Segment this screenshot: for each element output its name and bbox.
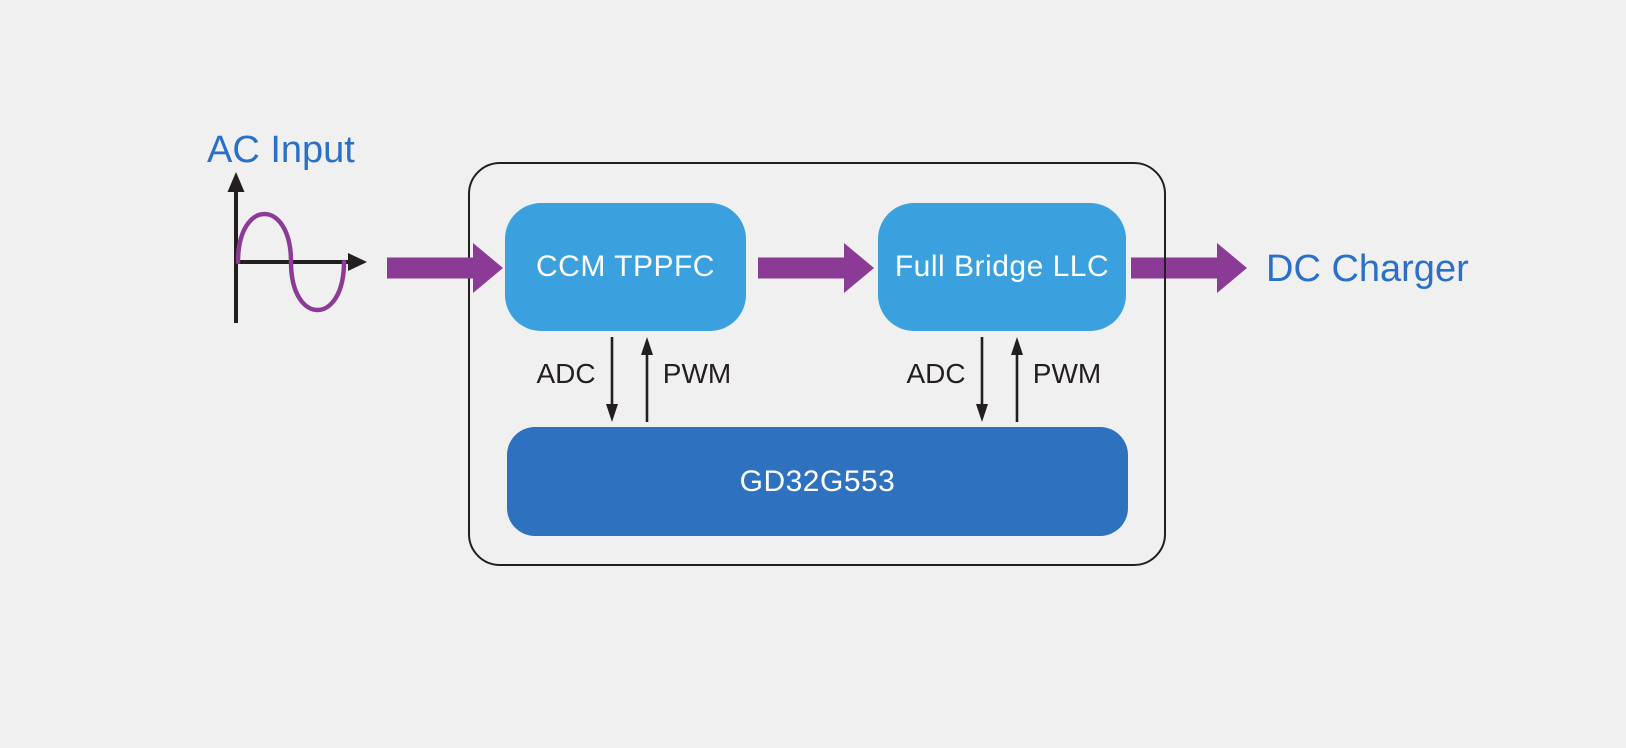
dc-charger-label: DC Charger — [1266, 248, 1469, 290]
node-ccm-tppfc: CCM TPPFC — [505, 203, 746, 331]
adc-down-arrow-left-icon — [606, 337, 618, 422]
pwm-label-left: PWM — [662, 358, 732, 389]
system-boundary-box — [468, 162, 1166, 566]
ac-input-label: AC Input — [207, 129, 355, 171]
pwm-up-arrow-left-icon — [641, 337, 653, 422]
pwm-label-right: PWM — [1032, 358, 1102, 389]
node-gd32g553: GD32G553 — [507, 427, 1128, 536]
node-full-bridge-llc: Full Bridge LLC — [878, 203, 1126, 331]
ac-sine-wave-icon — [227, 172, 367, 323]
pwm-up-arrow-right-icon — [1011, 337, 1023, 422]
flow-arrow-llc-to-dc-icon — [1131, 243, 1247, 293]
flow-arrow-ac-to-pfc-icon — [387, 243, 503, 293]
flow-arrow-pfc-to-llc-icon — [758, 243, 874, 293]
adc-down-arrow-right-icon — [976, 337, 988, 422]
adc-label-right: ADC — [906, 358, 966, 389]
adc-label-left: ADC — [536, 358, 596, 389]
